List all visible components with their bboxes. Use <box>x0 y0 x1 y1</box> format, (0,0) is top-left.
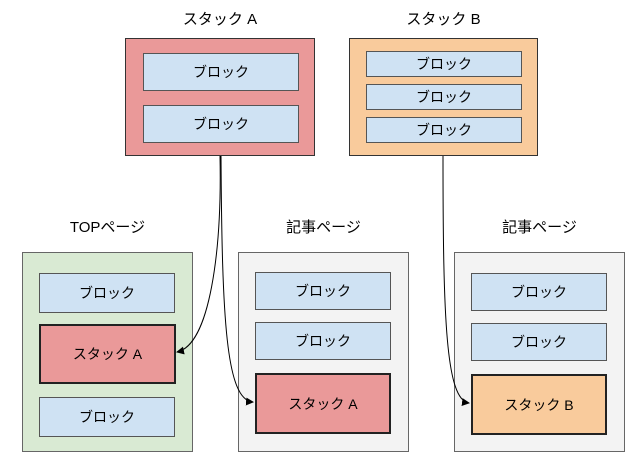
connector-stack-a-to-article-page-1 <box>220 155 254 406</box>
article-page-1-title: 記事ページ <box>286 219 361 236</box>
top-page-block-2: ブロック <box>39 397 175 437</box>
article-page-1-block-1: ブロック <box>255 272 391 310</box>
stack-b-title: スタック B <box>406 11 481 28</box>
article-page-1-box: ブロック ブロック スタック A <box>238 252 409 452</box>
article-page-2-block-2: ブロック <box>471 323 607 361</box>
stack-a-block-1: ブロック <box>143 53 299 91</box>
article-page-2-title: 記事ページ <box>502 219 577 236</box>
article-page-2-stack-b: スタック B <box>471 374 607 435</box>
stack-a-box: ブロック ブロック <box>125 38 315 156</box>
top-page-stack-a: スタック A <box>39 324 176 384</box>
stack-b-box: ブロック ブロック ブロック <box>349 38 538 156</box>
article-page-1-block-2: ブロック <box>255 322 391 360</box>
top-page-block-1: ブロック <box>39 273 175 313</box>
connector-stack-b-to-article-page-2 <box>442 155 470 407</box>
article-page-2-box: ブロック ブロック スタック B <box>454 252 625 452</box>
stack-a-title: スタック A <box>182 11 258 28</box>
stack-b-block-3: ブロック <box>366 117 522 143</box>
top-page-title: TOPページ <box>69 219 146 236</box>
stack-b-block-2: ブロック <box>366 84 522 110</box>
connector-stack-a-to-top-page <box>176 155 221 355</box>
article-page-1-stack-a: スタック A <box>255 373 391 434</box>
top-page-box: ブロック スタック A ブロック <box>22 252 193 452</box>
stack-a-block-2: ブロック <box>143 105 299 143</box>
article-page-2-block-1: ブロック <box>471 273 607 311</box>
stack-b-block-1: ブロック <box>366 51 522 77</box>
